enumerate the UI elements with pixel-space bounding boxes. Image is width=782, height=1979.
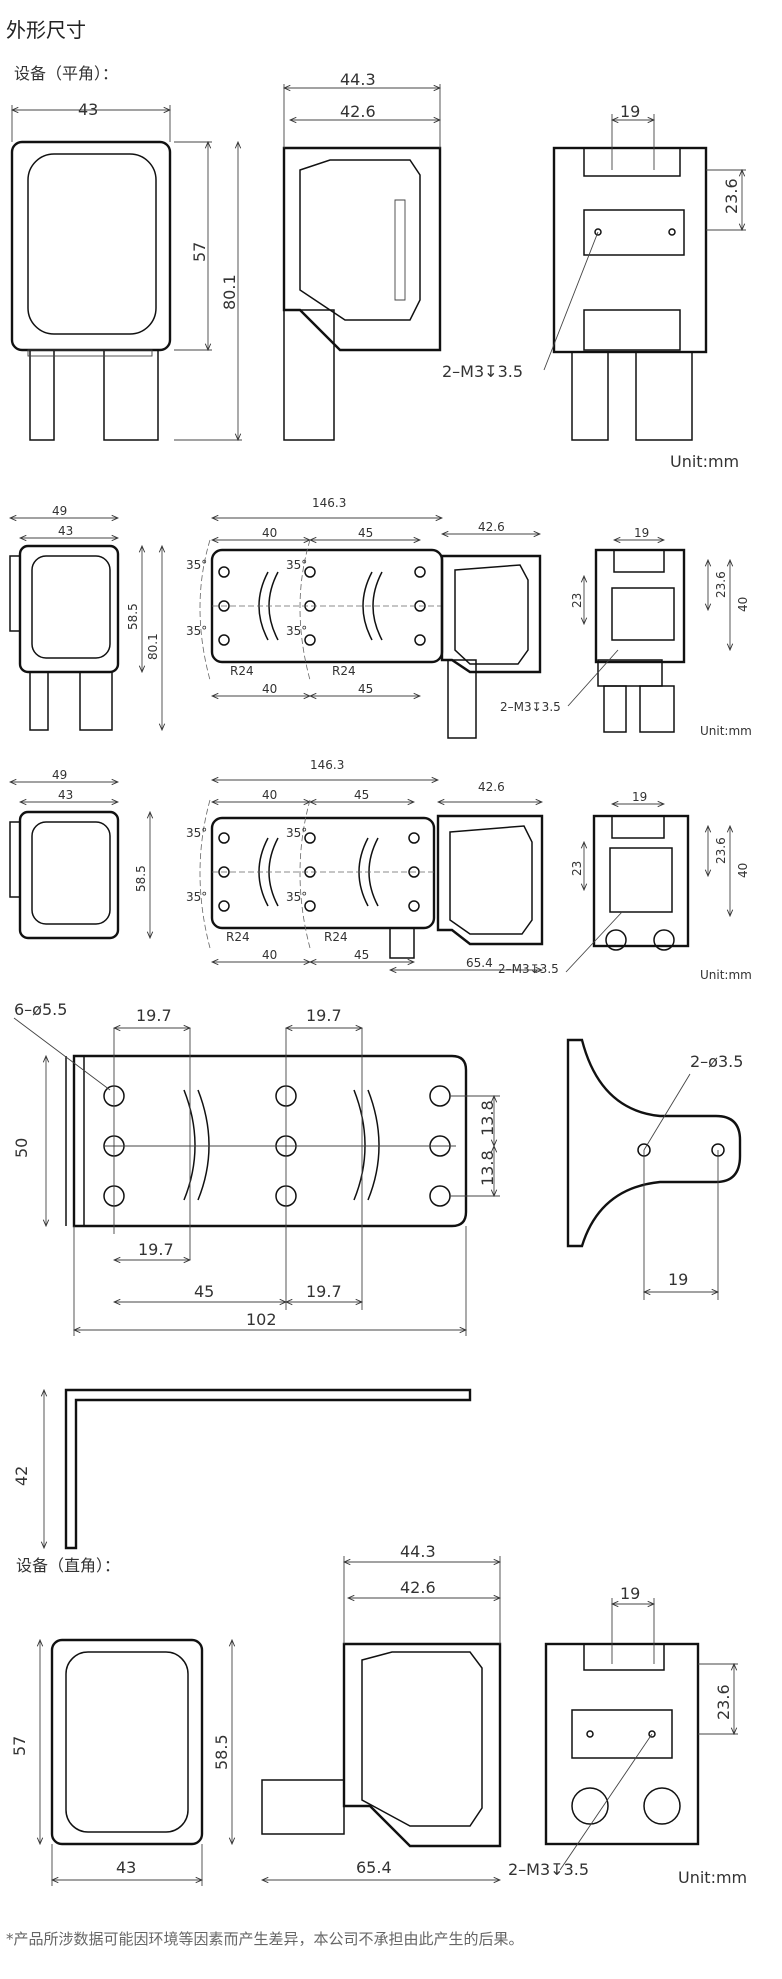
section-right-title: 设备（直角）： xyxy=(16,1556,121,1575)
section-flat-title: 设备（平角）： xyxy=(14,64,119,83)
v1-back-height: 23.6 xyxy=(722,178,741,214)
v1-screw: 2–M3↧3.5 xyxy=(442,362,524,381)
bracket-197-bottom-right: 19.7 xyxy=(306,1282,342,1301)
v1-side-inner: 42.6 xyxy=(340,102,376,121)
v3-unit: Unit:mm xyxy=(700,968,752,982)
bracket-side-19: 19 xyxy=(668,1270,689,1289)
v3-w43: 43 xyxy=(58,788,74,802)
v3-angle-1: 35° xyxy=(186,826,208,840)
v2-w43: 43 xyxy=(58,524,74,538)
v1-side-outer: 44.3 xyxy=(340,70,376,89)
v2-angle-1: 35° xyxy=(186,558,208,572)
bracket-side-holes: 2–ø3.5 xyxy=(690,1052,744,1071)
v2-screw: 2–M3↧3.5 xyxy=(500,700,561,714)
view2-side xyxy=(440,534,542,739)
bracket-197-bottom: 19.7 xyxy=(138,1240,174,1259)
v2-unit: Unit:mm xyxy=(700,724,752,738)
v4-height585: 58.5 xyxy=(212,1734,231,1770)
v2-radius-1: R24 xyxy=(230,664,254,678)
footnote: *产品所涉数据可能因环境等因素而产生差异，本公司不承担由此产生的后果。 xyxy=(6,1930,524,1948)
v4-side-outer: 44.3 xyxy=(400,1542,436,1561)
v1-back-width: 19 xyxy=(620,102,641,121)
v2-angle-3: 35° xyxy=(186,624,208,638)
v2-b23: 23 xyxy=(570,592,584,608)
v3-total: 146.3 xyxy=(310,758,345,772)
v1-front-height: 57 xyxy=(190,241,209,262)
v3-angle-3: 35° xyxy=(186,890,208,904)
page-title: 外形尺寸 xyxy=(6,18,86,42)
view1-front xyxy=(10,105,242,440)
bracket-profile xyxy=(44,1388,472,1550)
v4-side-total: 65.4 xyxy=(356,1858,392,1877)
v2-s426: 42.6 xyxy=(478,520,505,534)
bracket-138-top: 13.8 xyxy=(478,1100,497,1136)
v4-side-inner: 42.6 xyxy=(400,1578,436,1597)
v1-unit: Unit:mm xyxy=(670,452,740,471)
v2-w49: 49 xyxy=(52,504,68,518)
v3-s40-bottom: 40 xyxy=(262,948,278,962)
v3-s45-top: 45 xyxy=(354,788,370,802)
bracket-side xyxy=(566,1038,742,1300)
v2-radius-2: R24 xyxy=(332,664,356,678)
bracket-197-top-left: 19.7 xyxy=(136,1006,172,1025)
v3-b40: 40 xyxy=(736,862,750,878)
v3-s40-top: 40 xyxy=(262,788,278,802)
v2-b236: 23.6 xyxy=(714,571,728,598)
view1-back xyxy=(543,114,746,441)
bracket-holes: 6–ø5.5 xyxy=(14,1000,68,1019)
v1-front-width: 43 xyxy=(78,100,99,119)
view2-bracket xyxy=(199,518,444,696)
bracket-102: 102 xyxy=(246,1310,277,1329)
v4-back-height: 23.6 xyxy=(714,1684,733,1720)
v3-s426: 42.6 xyxy=(478,780,505,794)
view1-side xyxy=(282,84,442,441)
v2-b40: 40 xyxy=(736,596,750,612)
v4-unit: Unit:mm xyxy=(678,1868,748,1887)
v2-s45-bottom: 45 xyxy=(358,682,374,696)
v2-h585: 58.5 xyxy=(126,603,140,630)
v2-b19: 19 xyxy=(634,526,650,540)
v3-s45-bottom: 45 xyxy=(354,948,370,962)
v2-s40-top: 40 xyxy=(262,526,278,540)
v4-screw: 2–M3↧3.5 xyxy=(508,1860,590,1879)
v2-angle-4: 35° xyxy=(286,624,308,638)
v3-b19: 19 xyxy=(632,790,648,804)
bracket-h50: 50 xyxy=(12,1137,31,1158)
v2-angle-2: 35° xyxy=(286,558,308,572)
view3-back xyxy=(565,804,730,973)
bracket-138-bottom: 13.8 xyxy=(478,1150,497,1186)
v2-total: 146.3 xyxy=(312,496,347,510)
bracket-plan xyxy=(13,1017,500,1336)
v3-radius-2: R24 xyxy=(324,930,348,944)
v3-w49: 49 xyxy=(52,768,68,782)
bracket-45: 45 xyxy=(194,1282,215,1301)
bracket-197-top-right: 19.7 xyxy=(306,1006,342,1025)
v3-b23: 23 xyxy=(570,860,584,876)
v2-s40-bottom: 40 xyxy=(262,682,278,696)
v3-radius-1: R24 xyxy=(226,930,250,944)
v1-total-height: 80.1 xyxy=(220,274,239,310)
v3-b236: 23.6 xyxy=(714,837,728,864)
view3-bracket xyxy=(199,780,438,962)
v3-s654: 65.4 xyxy=(466,956,493,970)
v3-angle-2: 35° xyxy=(286,826,308,840)
v3-h585: 58.5 xyxy=(134,865,148,892)
v2-h801: 80.1 xyxy=(146,633,160,660)
v3-screw: 2–M3↧3.5 xyxy=(498,962,559,976)
view3-side xyxy=(390,802,544,970)
view4-side xyxy=(262,1556,502,1880)
view2-back xyxy=(567,540,730,733)
view2-front xyxy=(10,518,162,730)
v4-back-width: 19 xyxy=(620,1584,641,1603)
v4-front-width: 43 xyxy=(116,1858,137,1877)
v3-angle-4: 35° xyxy=(286,890,308,904)
bracket-h42: 42 xyxy=(12,1465,31,1486)
view3-front xyxy=(10,782,150,940)
view4-back xyxy=(544,1598,738,1871)
view4-front xyxy=(40,1638,232,1886)
v4-front-height: 57 xyxy=(10,1735,29,1756)
v2-s45-top: 45 xyxy=(358,526,374,540)
